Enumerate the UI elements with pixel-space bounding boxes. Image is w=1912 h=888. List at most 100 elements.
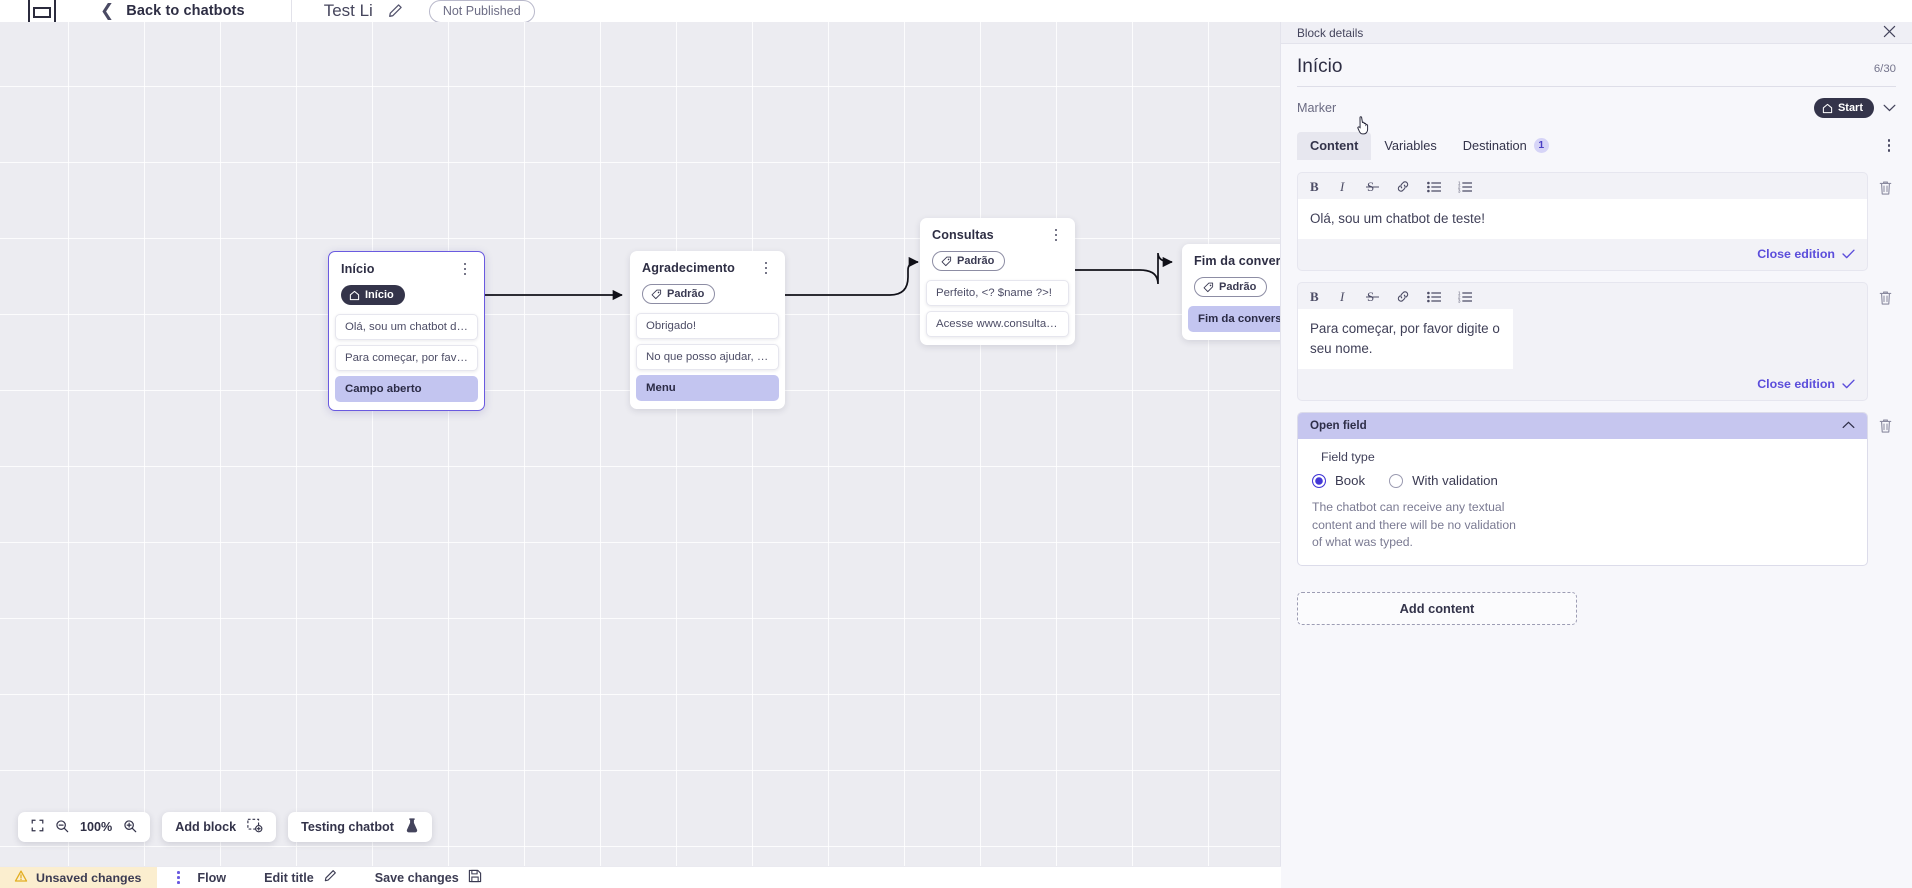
node-row[interactable]: Acesse www.consultas.com par... bbox=[926, 310, 1069, 337]
save-changes-label: Save changes bbox=[374, 870, 459, 885]
node-header: Consultas bbox=[920, 228, 1075, 243]
italic-icon[interactable]: I bbox=[1339, 290, 1349, 303]
flow-node-consultas[interactable]: Consultas Padrão Perfeito, <? $name ?>! … bbox=[920, 218, 1075, 345]
status-more-icon[interactable] bbox=[171, 870, 185, 886]
tab-variables[interactable]: Variables bbox=[1371, 132, 1449, 160]
node-row[interactable]: Fim da conversa bbox=[1188, 305, 1281, 332]
svg-text:1: 1 bbox=[1458, 291, 1461, 296]
strikethrough-icon[interactable]: S bbox=[1366, 290, 1379, 303]
panel-subheader: Block details bbox=[1281, 22, 1912, 44]
header-divider bbox=[290, 0, 292, 22]
bullet-list-icon[interactable] bbox=[1427, 181, 1441, 193]
add-block-icon bbox=[247, 818, 263, 836]
chevron-up-icon[interactable] bbox=[1842, 419, 1855, 432]
tag-icon bbox=[1203, 282, 1214, 292]
close-edition-button[interactable]: Close edition bbox=[1757, 377, 1855, 391]
add-content-button[interactable]: Add content bbox=[1297, 592, 1577, 626]
tab-content[interactable]: Content bbox=[1297, 132, 1372, 160]
link-icon[interactable] bbox=[1396, 290, 1410, 303]
tab-destination-label: Destination bbox=[1462, 138, 1527, 153]
radio-book[interactable]: Book bbox=[1312, 473, 1365, 488]
chatbot-title: Test Li bbox=[323, 1, 373, 20]
radio-with-validation[interactable]: With validation bbox=[1389, 473, 1498, 488]
fit-screen-icon[interactable] bbox=[31, 819, 44, 835]
node-row[interactable]: Perfeito, <? $name ?>! bbox=[926, 279, 1069, 306]
block-name-char-count: 6/30 bbox=[1873, 63, 1896, 75]
open-field-card[interactable]: Open field Field type Book bbox=[1297, 412, 1868, 567]
editor-text[interactable]: Olá, sou um chatbot de teste! bbox=[1298, 199, 1867, 240]
chevron-down-icon[interactable] bbox=[1883, 102, 1896, 114]
node-badge-row: Padrão bbox=[630, 284, 785, 305]
marker-label: Marker bbox=[1297, 101, 1337, 115]
svg-text:B: B bbox=[1310, 180, 1319, 193]
marker-value-badge[interactable]: Start bbox=[1813, 98, 1874, 118]
node-row[interactable]: Olá, sou um chatbot de teste! bbox=[335, 313, 478, 340]
content-block-open-field: Open field Field type Book bbox=[1297, 412, 1896, 567]
zoom-in-icon[interactable] bbox=[123, 819, 137, 836]
trash-icon[interactable] bbox=[1878, 180, 1896, 201]
node-marker-label: Início bbox=[365, 289, 394, 302]
back-to-chatbots-link[interactable]: Back to chatbots bbox=[126, 3, 245, 19]
bullet-list-icon[interactable] bbox=[1427, 291, 1441, 303]
radio-with-validation-dot bbox=[1389, 473, 1404, 488]
flow-canvas[interactable]: Início Início Olá, sou um chatbot de tes… bbox=[0, 22, 1281, 866]
node-menu-icon[interactable] bbox=[759, 260, 773, 276]
flask-icon bbox=[405, 818, 419, 836]
add-block-label: Add block bbox=[175, 820, 237, 834]
bold-icon[interactable]: B bbox=[1310, 180, 1322, 193]
open-field-header[interactable]: Open field bbox=[1298, 413, 1867, 440]
strikethrough-icon[interactable]: S bbox=[1366, 180, 1379, 193]
svg-text:3: 3 bbox=[1458, 188, 1461, 192]
block-details-panel: General information Builder Channels Blo… bbox=[1280, 0, 1912, 888]
node-row[interactable]: Obrigado! bbox=[636, 312, 779, 339]
node-row[interactable]: Para começar, por favor digite o ... bbox=[335, 344, 478, 371]
node-menu-icon[interactable] bbox=[1049, 227, 1063, 243]
testing-chatbot-label: Testing chatbot bbox=[301, 820, 394, 834]
check-icon bbox=[1842, 379, 1855, 389]
editor-text[interactable]: Para começar, por favor digite o seu nom… bbox=[1298, 309, 1513, 370]
svg-text:B: B bbox=[1310, 290, 1319, 303]
rich-text-editor[interactable]: B I S 123 Para começar, por favor digite… bbox=[1297, 282, 1868, 402]
warning-triangle-icon bbox=[14, 869, 28, 886]
trash-icon[interactable] bbox=[1878, 290, 1896, 311]
svg-text:1: 1 bbox=[1458, 181, 1461, 186]
rich-text-editor[interactable]: B I S 123 Olá, sou um chatbot de teste! … bbox=[1297, 172, 1868, 272]
editor-toolbar: B I S 123 bbox=[1298, 283, 1867, 309]
node-row[interactable]: Menu bbox=[636, 374, 779, 401]
flow-node-inicio[interactable]: Início Início Olá, sou um chatbot de tes… bbox=[328, 251, 485, 411]
open-field-body: Field type Book With validation bbox=[1298, 439, 1867, 565]
block-name: Início bbox=[1297, 56, 1343, 77]
add-block-button[interactable]: Add block bbox=[162, 812, 277, 842]
close-edition-button[interactable]: Close edition bbox=[1757, 247, 1855, 261]
app-header: ❮ Back to chatbots Test Li Not Published bbox=[0, 0, 1912, 22]
destination-count-badge: 1 bbox=[1533, 138, 1549, 153]
node-marker-label: Padrão bbox=[667, 288, 705, 301]
flow-node-agradecimento[interactable]: Agradecimento Padrão Obrigado! No que po… bbox=[630, 251, 785, 409]
node-row[interactable]: Campo aberto bbox=[335, 375, 478, 402]
tag-icon bbox=[651, 289, 662, 299]
pencil-icon[interactable] bbox=[387, 3, 403, 19]
bold-icon[interactable]: B bbox=[1310, 290, 1322, 303]
unsaved-changes-label: Unsaved changes bbox=[36, 870, 142, 885]
italic-icon[interactable]: I bbox=[1339, 180, 1349, 193]
edit-title-label: Edit title bbox=[264, 870, 314, 885]
zoom-out-icon[interactable] bbox=[55, 819, 69, 836]
node-row[interactable]: No que posso ajudar, <? $name ... bbox=[636, 343, 779, 370]
content-tabs: Content Variables Destination 1 bbox=[1297, 132, 1896, 160]
flow-button[interactable]: Flow bbox=[197, 871, 226, 885]
flow-node-fim-da-conversa[interactable]: Fim da conversa Padrão Fim da conversa bbox=[1182, 244, 1281, 340]
testing-chatbot-button[interactable]: Testing chatbot bbox=[288, 812, 432, 842]
save-changes-button[interactable]: Save changes bbox=[375, 869, 482, 886]
trash-icon[interactable] bbox=[1878, 418, 1896, 439]
link-icon[interactable] bbox=[1396, 180, 1410, 193]
back-chevron-icon[interactable]: ❮ bbox=[100, 0, 115, 21]
node-rows: Olá, sou um chatbot de teste! Para começ… bbox=[329, 313, 484, 402]
content-tabs-more-icon[interactable] bbox=[1882, 138, 1896, 154]
edit-title-button[interactable]: Edit title bbox=[264, 869, 337, 886]
close-icon[interactable] bbox=[1883, 25, 1896, 41]
tab-destination[interactable]: Destination 1 bbox=[1450, 132, 1562, 160]
node-menu-icon[interactable] bbox=[458, 261, 472, 277]
node-header: Fim da conversa bbox=[1182, 254, 1281, 269]
